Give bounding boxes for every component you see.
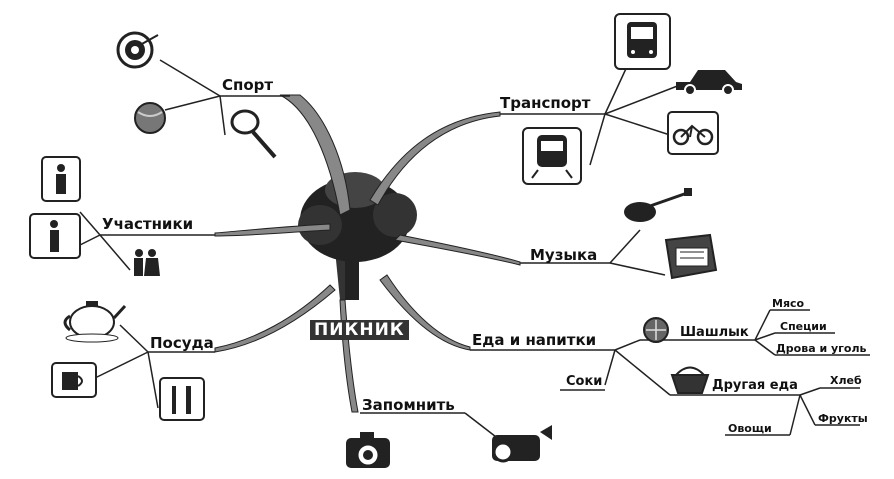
- teapot-icon: [63, 301, 127, 343]
- food-meat: Мясо: [772, 297, 805, 310]
- radio-icon: [664, 233, 718, 280]
- food-fruits: Фрукты: [818, 412, 868, 425]
- food-vegetables: Овощи: [728, 422, 772, 435]
- person-icon: [29, 213, 81, 259]
- branch-food: Еда и напитки: [472, 331, 597, 349]
- target-icon: [116, 31, 159, 69]
- train-icon: [522, 127, 582, 185]
- tree-icon: [298, 172, 417, 300]
- bicycle-icon: [667, 111, 719, 155]
- ball-icon: [134, 102, 166, 134]
- basket-icon: [670, 366, 710, 394]
- cup-icon: [51, 362, 97, 398]
- branch-transport: Транспорт: [500, 94, 591, 112]
- video-camera-icon: [492, 425, 552, 463]
- branch-music: Музыка: [530, 246, 598, 264]
- car-icon: [676, 70, 742, 96]
- people-icon: [134, 249, 160, 276]
- cutlery-icon: [159, 377, 205, 421]
- food-juices: Соки: [566, 374, 603, 389]
- branch-remember: Запомнить: [362, 396, 455, 414]
- food-spices: Специи: [780, 320, 827, 333]
- branch-shapes: [214, 94, 521, 413]
- branch-participants: Участники: [102, 215, 194, 233]
- branch-sport: Спорт: [222, 76, 274, 94]
- food-firewood: Дрова и уголь: [776, 342, 867, 355]
- center-label: ПИКНИК: [310, 320, 409, 340]
- grill-icon: [643, 317, 669, 343]
- camera-icon: [346, 432, 390, 468]
- tennis-racket-icon: [230, 109, 277, 159]
- violin-icon: [624, 188, 692, 222]
- person-icon: [41, 156, 81, 202]
- food-bread: Хлеб: [830, 374, 862, 387]
- bus-icon: [614, 13, 671, 70]
- food-other: Другая еда: [712, 378, 798, 393]
- food-shashlik: Шашлык: [680, 325, 749, 340]
- branch-dishes: Посуда: [150, 334, 214, 352]
